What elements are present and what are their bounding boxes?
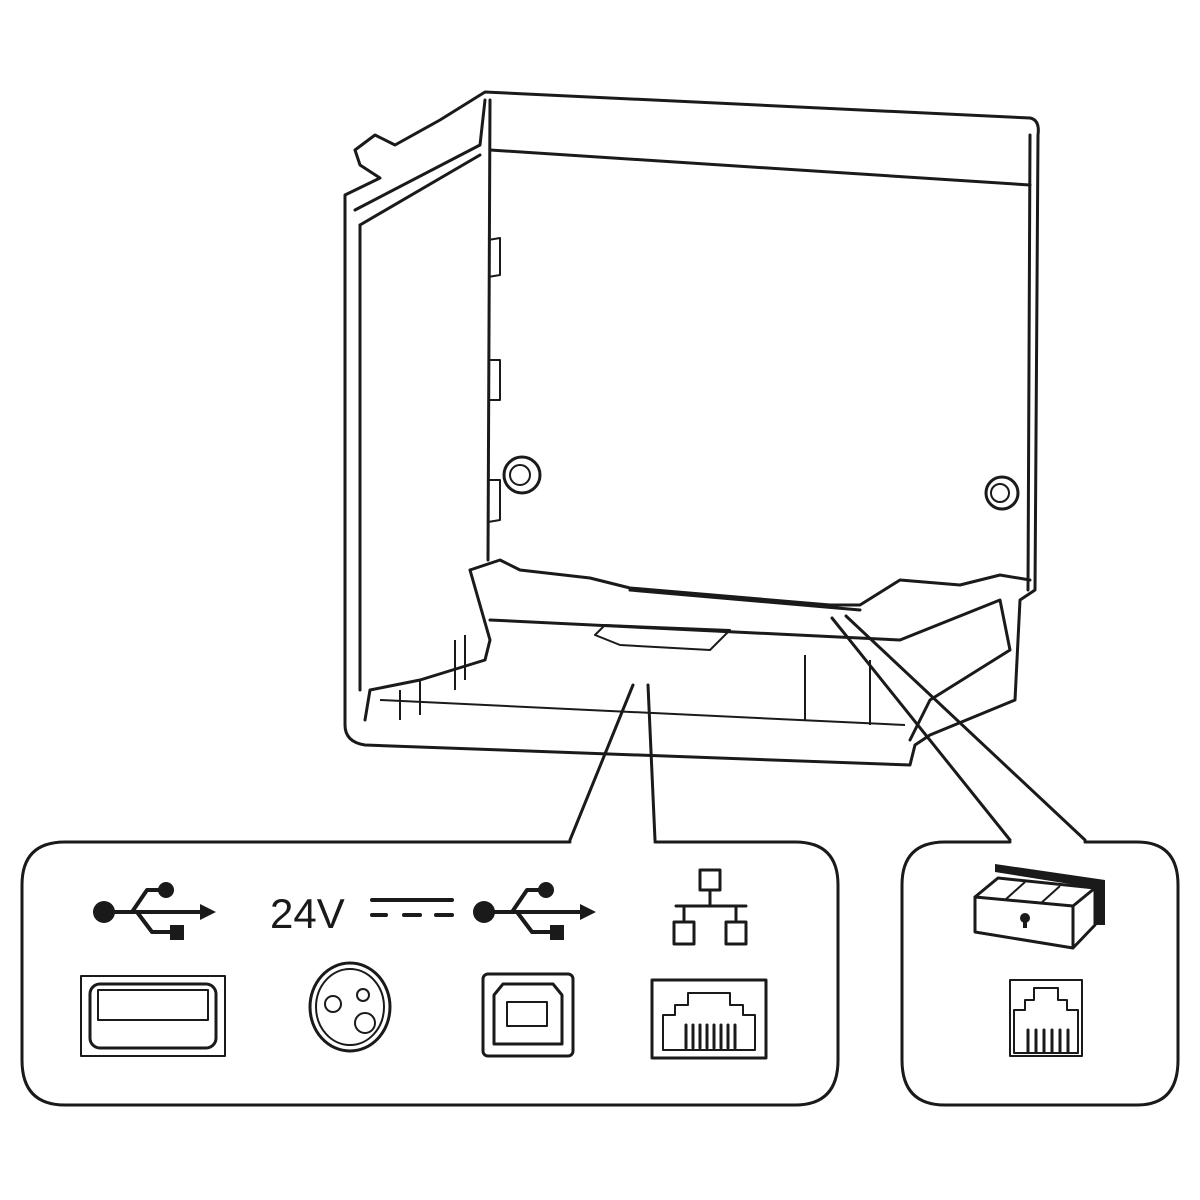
rj11-drawer-port — [1009, 979, 1083, 1057]
usb-type-a-port — [80, 975, 226, 1057]
callout-leader-drawer — [830, 614, 1087, 842]
power-voltage-label: 24V — [270, 890, 345, 937]
dc-power-icon — [370, 898, 454, 917]
drawer-panel — [900, 840, 1180, 1107]
usb-icon — [93, 882, 216, 940]
connector-panel: 24V — [20, 840, 840, 1107]
usb-icon — [473, 882, 596, 940]
ethernet-rj45-port — [650, 978, 768, 1060]
cash-drawer-icon — [973, 864, 1105, 950]
callout-leader-main — [568, 683, 657, 842]
usb-type-b-port — [481, 972, 575, 1058]
printer-body — [343, 90, 1040, 767]
power-din-port — [308, 961, 392, 1053]
network-icon — [672, 868, 748, 946]
